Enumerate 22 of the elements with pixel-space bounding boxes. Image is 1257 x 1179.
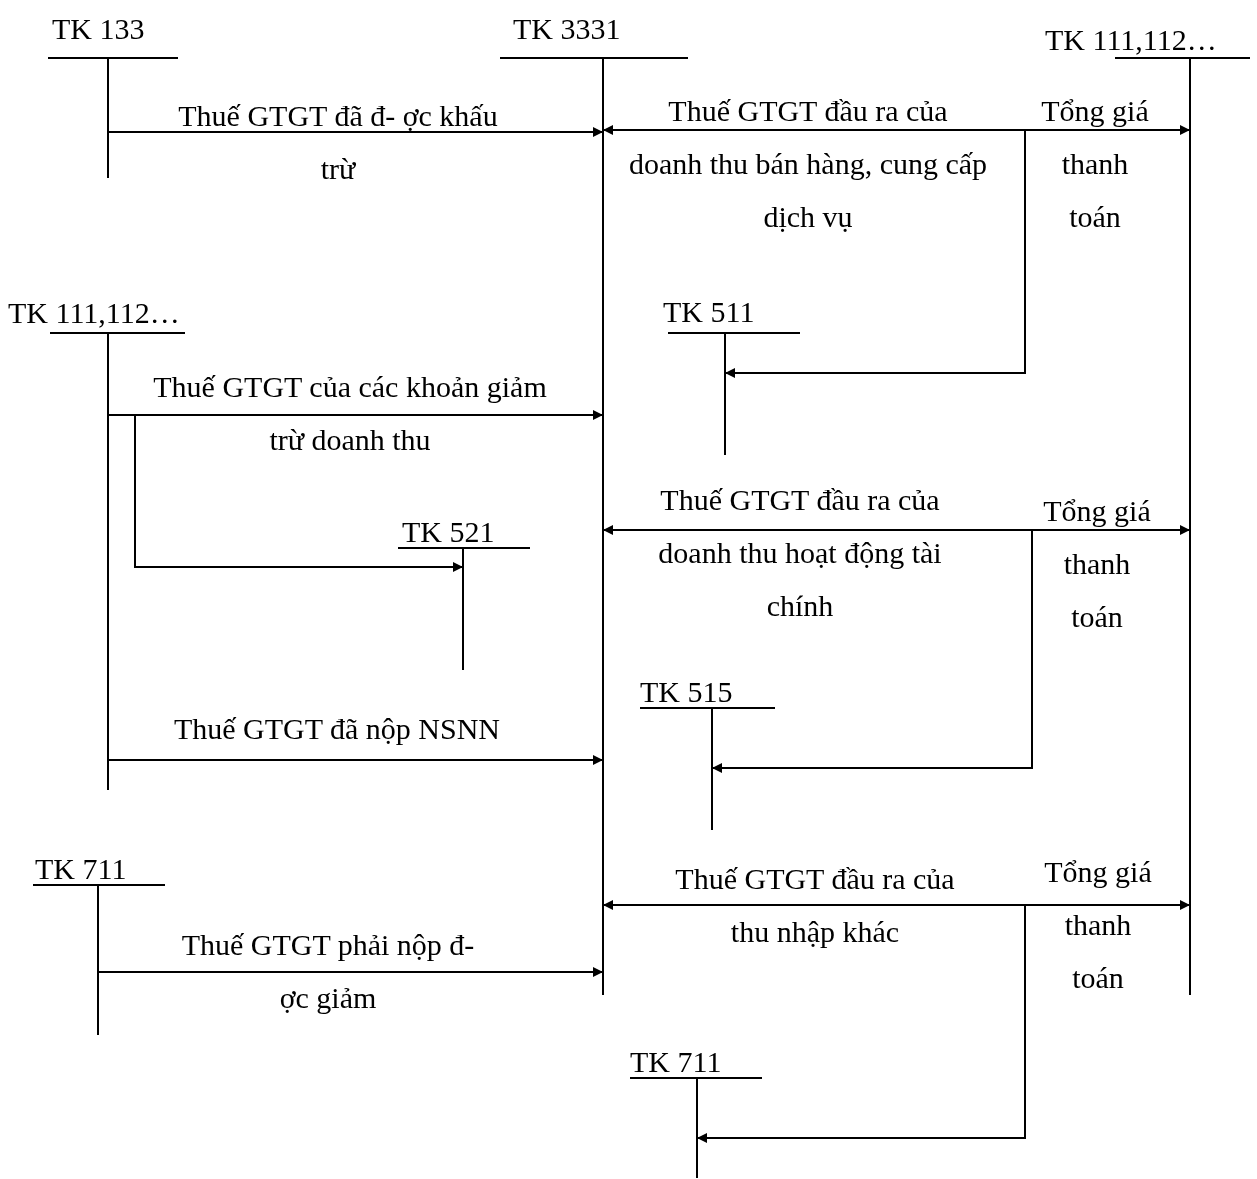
account-label: TK 711: [35, 852, 127, 886]
edge-label: Tổng giá thanh toán: [1040, 93, 1150, 235]
edge-label: Thuế GTGT đầu ra của doanh thu bán hàng, cung cấp dịch vụ: [628, 93, 988, 235]
account-label: TK 515: [640, 675, 733, 709]
arrow: [97, 967, 604, 977]
edge-label: Thuế GTGT phải nộp đ- ợc giảm: [180, 927, 476, 1016]
edge-label: Thuế GTGT của các khoản giảm trừ doanh thu: [152, 369, 548, 458]
account-label: TK 133: [52, 12, 145, 46]
edge-label: Tổng giá thanh toán: [1042, 493, 1152, 635]
arrow: [107, 127, 604, 137]
edge-label: Thuế GTGT đầu ra của doanh thu hoạt động tài chính: [657, 482, 943, 624]
account-label: TK 111,112…: [8, 296, 180, 330]
account-label: TK 521: [402, 515, 495, 549]
edge-label: Thuế GTGT đầu ra của thu nhập khác: [675, 861, 955, 950]
arrow: [107, 755, 604, 765]
account-label: TK 111,112…: [1045, 23, 1217, 57]
edge-label: Thuế GTGT đã nộp NSNN: [172, 711, 502, 747]
account-label: TK 711: [630, 1045, 722, 1079]
edge-label: Thuế GTGT đã đ- ợc khấu trừ: [177, 98, 499, 187]
edge-label: Tổng giá thanh toán: [1043, 854, 1153, 996]
account-label: TK 511: [663, 295, 755, 329]
account-label: TK 3331: [513, 12, 621, 46]
